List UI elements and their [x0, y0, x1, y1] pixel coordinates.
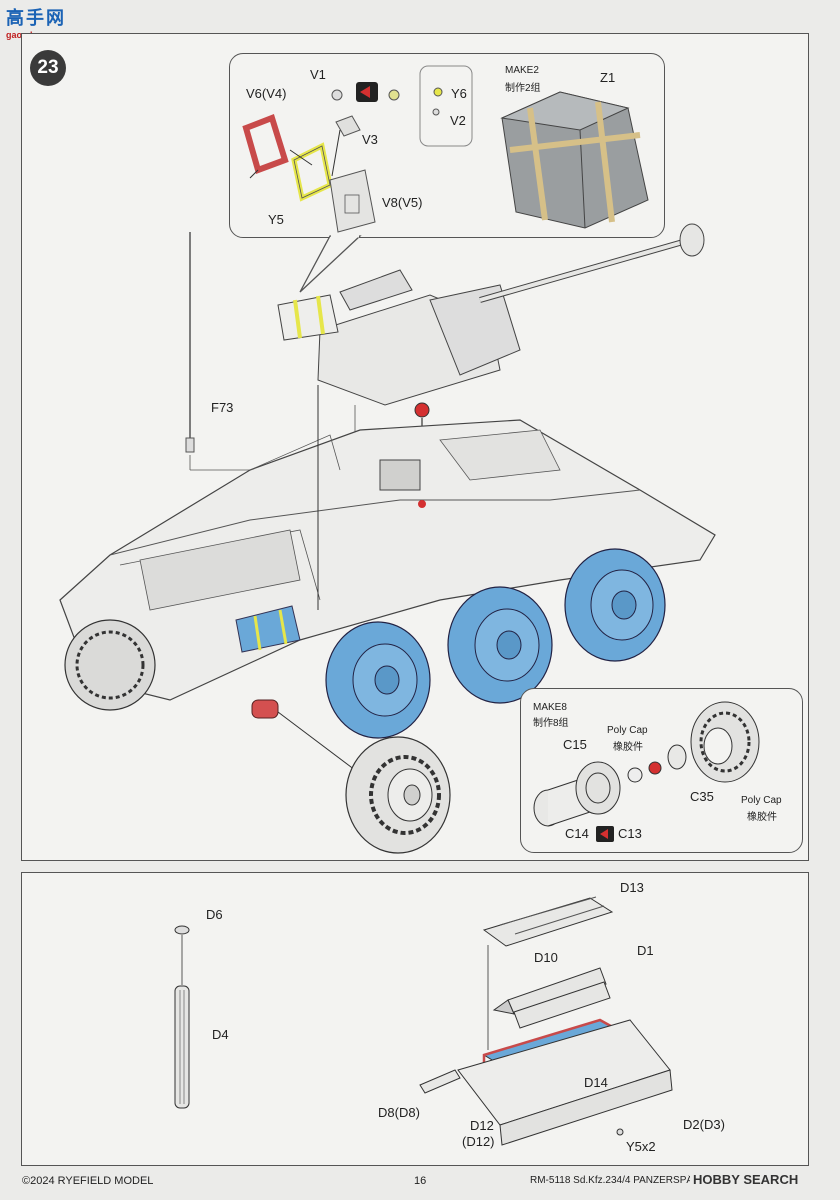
label-v2: V2 — [450, 113, 466, 128]
footer-copyright: ©2024 RYEFIELD MODEL — [22, 1175, 154, 1187]
label-c35: C35 — [690, 789, 714, 804]
label-make2-cn: 制作2组 — [505, 83, 541, 94]
label-v3: V3 — [362, 132, 378, 147]
y6-v2-group — [419, 65, 473, 147]
part-v3 — [335, 115, 361, 137]
front-left-wheel — [64, 619, 156, 711]
part-d13-lid — [482, 896, 614, 947]
label-y5: Y5 — [268, 212, 284, 227]
turret-gun-assembly — [317, 223, 705, 406]
red-marker-icon-inset — [648, 761, 662, 775]
label-make8: MAKE8 — [533, 702, 567, 713]
label-v8: V8(V5) — [382, 195, 423, 210]
label-z1: Z1 — [600, 70, 616, 85]
blue-wheel-2 — [447, 586, 553, 704]
label-d1: D1 — [637, 943, 654, 958]
detached-wheel — [345, 736, 451, 854]
part-z1-side-blue — [235, 605, 301, 653]
part-d6 — [174, 925, 190, 935]
label-poly-cap-1: Poly Cap — [607, 725, 648, 736]
wheel-make8-inset — [520, 688, 803, 853]
label-d2: D2(D3) — [683, 1117, 725, 1132]
footer-page-number: 16 — [414, 1175, 427, 1187]
part-y5 — [616, 1128, 624, 1136]
label-d4: D4 — [212, 1027, 229, 1042]
label-d12-alt: (D12) — [462, 1134, 495, 1149]
poly-cap-1 — [627, 767, 643, 783]
label-poly-cap-2-cn: 橡胶件 — [747, 812, 777, 823]
part-v6-frame — [242, 114, 289, 174]
part-d8 — [419, 1069, 461, 1094]
label-d8: D8(D8) — [378, 1105, 420, 1120]
label-f73: F73 — [211, 400, 234, 415]
part-v1 — [331, 89, 343, 101]
part-d2-box — [457, 1019, 673, 1146]
part-d4-tube — [174, 985, 190, 1109]
part-z1-small-top — [277, 294, 339, 341]
label-make2: MAKE2 — [505, 65, 539, 76]
label-v1: V1 — [310, 67, 326, 82]
part-y5-frame — [291, 142, 333, 202]
label-v6: V6(V4) — [246, 86, 287, 101]
step-number-badge: 23 — [30, 50, 66, 86]
label-d6: D6 — [206, 907, 223, 922]
bottom-step-panel — [21, 872, 809, 1166]
label-d14: D14 — [584, 1075, 608, 1090]
part-z1-jerrycan-pair — [500, 91, 649, 229]
blue-wheel-1 — [325, 621, 431, 739]
label-make8-cn: 制作8组 — [533, 718, 569, 729]
watermark-logo-text: 高手网 — [6, 8, 66, 28]
part-d1-shells — [492, 967, 611, 1029]
label-poly-cap-2: Poly Cap — [741, 795, 782, 806]
part-c15-rim — [575, 761, 621, 815]
label-poly-cap-1-cn: 橡胶件 — [613, 742, 643, 753]
label-c14: C14 — [565, 826, 589, 841]
blue-wheel-3 — [564, 548, 666, 662]
label-c13: C13 — [618, 826, 642, 841]
vehicle-hull — [59, 419, 716, 701]
red-marker-icon — [414, 402, 430, 418]
step-number: 23 — [37, 57, 59, 78]
label-c15: C15 — [563, 737, 587, 752]
label-d10: D10 — [534, 950, 558, 965]
axle-stub-red — [251, 699, 279, 719]
label-y6: Y6 — [451, 86, 467, 101]
label-y5x2: Y5x2 — [626, 1139, 656, 1154]
label-d12: D12 — [470, 1118, 494, 1133]
part-v8-jerrycan — [329, 169, 376, 233]
part-c35 — [667, 744, 687, 770]
label-d13: D13 — [620, 880, 644, 895]
footer-product: RM-5118 Sd.Kfz.234/4 PANZERSPÄHWAGEN — [530, 1175, 738, 1186]
footer-overlay-logo: HOBBY SEARCH — [690, 1172, 802, 1187]
inset-tire — [690, 701, 760, 783]
